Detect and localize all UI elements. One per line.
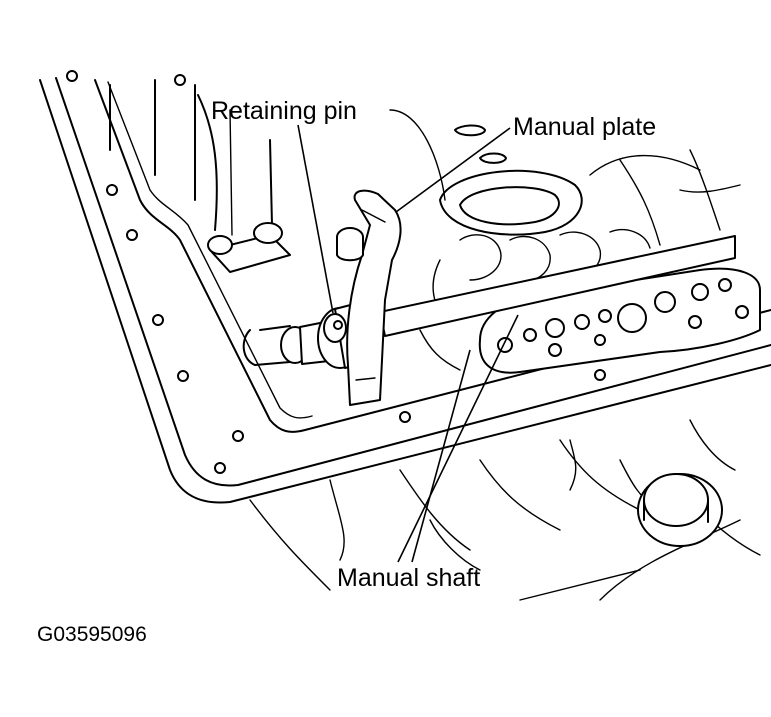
drain-plug — [637, 473, 723, 547]
upper-bosses — [109, 79, 273, 236]
figure-id: G03595096 — [37, 623, 147, 646]
label-retaining-pin: Retaining pin — [211, 97, 357, 125]
leader-lines — [297, 124, 519, 563]
valve-body — [389, 109, 741, 371]
label-manual-plate: Manual plate — [513, 113, 657, 141]
manual-plate — [336, 189, 402, 406]
label-manual-shaft: Manual shaft — [337, 564, 481, 592]
case-flange — [39, 70, 771, 504]
studs — [207, 222, 291, 273]
